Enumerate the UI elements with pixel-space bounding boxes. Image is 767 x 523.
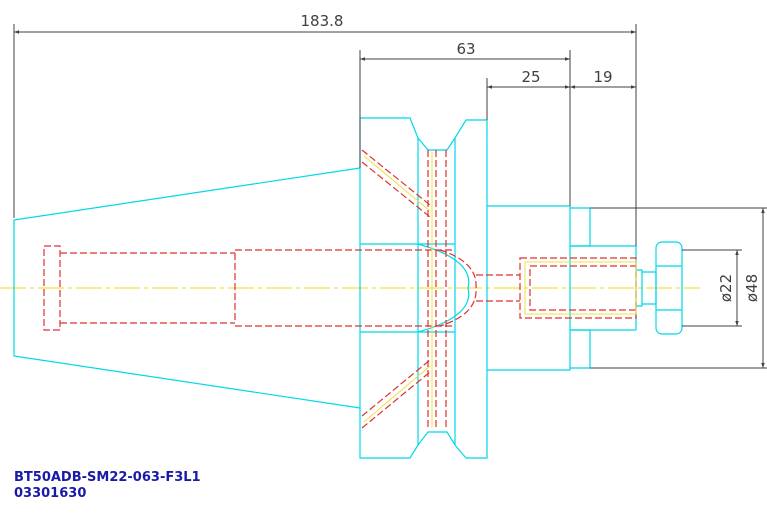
part-number-label: BT50ADB-SM22-063-F3L1 bbox=[14, 470, 201, 485]
body-length-dimension: 25 bbox=[521, 68, 540, 86]
dimension-lines bbox=[13, 24, 767, 369]
flange-length-dimension: 63 bbox=[456, 40, 475, 58]
body-diameter-dimension: ø48 bbox=[743, 274, 761, 302]
overall-length-dimension: 183.8 bbox=[301, 12, 344, 30]
hidden-lines bbox=[43, 149, 637, 430]
part-code-label: 03301630 bbox=[14, 486, 87, 501]
holder-outline bbox=[13, 117, 683, 459]
thread-accents bbox=[363, 152, 637, 428]
bore-diameter-dimension: ø22 bbox=[717, 274, 735, 302]
nose-length-dimension: 19 bbox=[593, 68, 612, 86]
